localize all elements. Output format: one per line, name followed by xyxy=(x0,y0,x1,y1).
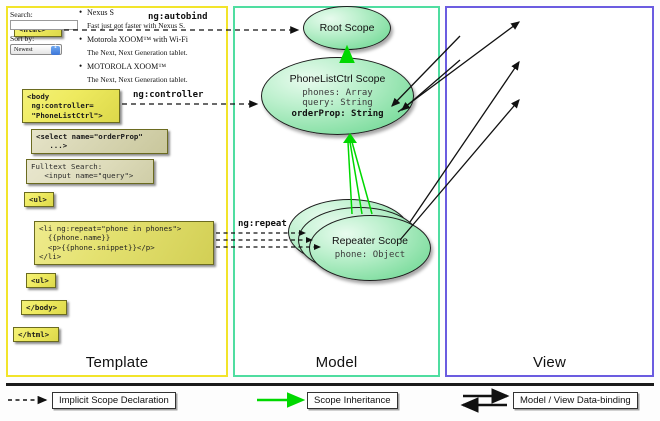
list-item: MOTOROLA XOOM™ The Next, Next Generation… xyxy=(78,61,206,84)
code-box-select: <select name="orderProp" ...> xyxy=(31,129,168,154)
code-box-fulltext-search: Fulltext Search: <input name="query"> xyxy=(26,159,154,184)
column-label-view: View xyxy=(532,354,567,371)
phone-name[interactable]: Nexus S xyxy=(78,7,206,17)
column-view: View xyxy=(445,6,654,377)
legend-label-scope-inheritance: Scope Inheritance xyxy=(307,392,398,409)
search-label: Search: xyxy=(10,10,33,19)
scope-phonelistctrl: PhoneListCtrl Scope phones: Array query:… xyxy=(261,57,414,135)
sort-by-select[interactable]: Newest ⇕ xyxy=(10,44,62,55)
scope-repeater-title: Repeater Scope xyxy=(332,235,408,248)
sort-by-selected-value: Newest xyxy=(14,46,33,53)
list-item: Nexus S Fast just got faster with Nexus … xyxy=(78,7,206,30)
connector-label-ng-repeat: ng:repeat xyxy=(238,219,287,229)
legend-label-implicit-scope-declaration: Implicit Scope Declaration xyxy=(52,392,176,409)
search-input[interactable] xyxy=(10,20,78,30)
code-box-html-close: </html> xyxy=(13,327,59,343)
column-label-template: Template xyxy=(85,354,149,371)
list-item: Motorola XOOM™ with Wi-Fi The Next, Next… xyxy=(78,34,206,57)
connector-label-ng-controller: ng:controller xyxy=(133,90,204,100)
legend: Implicit Scope Declaration Scope Inherit… xyxy=(0,381,660,421)
connector-label-ng-autobind: ng:autobind xyxy=(148,12,208,22)
phone-list: Nexus S Fast just got faster with Nexus … xyxy=(78,7,206,89)
sort-by-label: Sort by: xyxy=(10,34,35,43)
code-box-li-repeat: <li ng:repeat="phone in phones"> {{phone… xyxy=(34,221,214,265)
scope-repeater-props: phone: Object xyxy=(334,250,406,261)
code-box-body-open: <body ng:controller= "PhoneListCtrl"> xyxy=(22,89,120,124)
phone-name[interactable]: MOTOROLA XOOM™ xyxy=(78,61,206,71)
code-box-body-close: </body> xyxy=(21,300,67,316)
phone-snippet: The Next, Next Generation tablet. xyxy=(87,47,188,57)
scope-repeater: Repeater Scope phone: Object xyxy=(309,215,431,281)
phone-snippet: Fast just got faster with Nexus S. xyxy=(87,20,185,30)
phone-snippet: The Next, Next Generation tablet. xyxy=(87,74,188,84)
column-label-model: Model xyxy=(315,354,358,371)
view-search-form: Search: Sort by: Newest ⇕ xyxy=(10,10,84,55)
code-box-ul-open: <ul> xyxy=(24,192,54,208)
scope-root: Root Scope xyxy=(303,6,391,50)
chevron-updown-icon: ⇕ xyxy=(51,45,60,55)
code-box-ul-close: <ul> xyxy=(26,273,56,289)
scope-phonelistctrl-title: PhoneListCtrl Scope xyxy=(289,72,386,85)
phone-name[interactable]: Motorola XOOM™ with Wi-Fi xyxy=(78,34,206,44)
scope-root-title: Root Scope xyxy=(319,22,375,34)
legend-divider xyxy=(6,383,654,386)
legend-label-model-view-data-binding: Model / View Data-binding xyxy=(513,392,638,409)
